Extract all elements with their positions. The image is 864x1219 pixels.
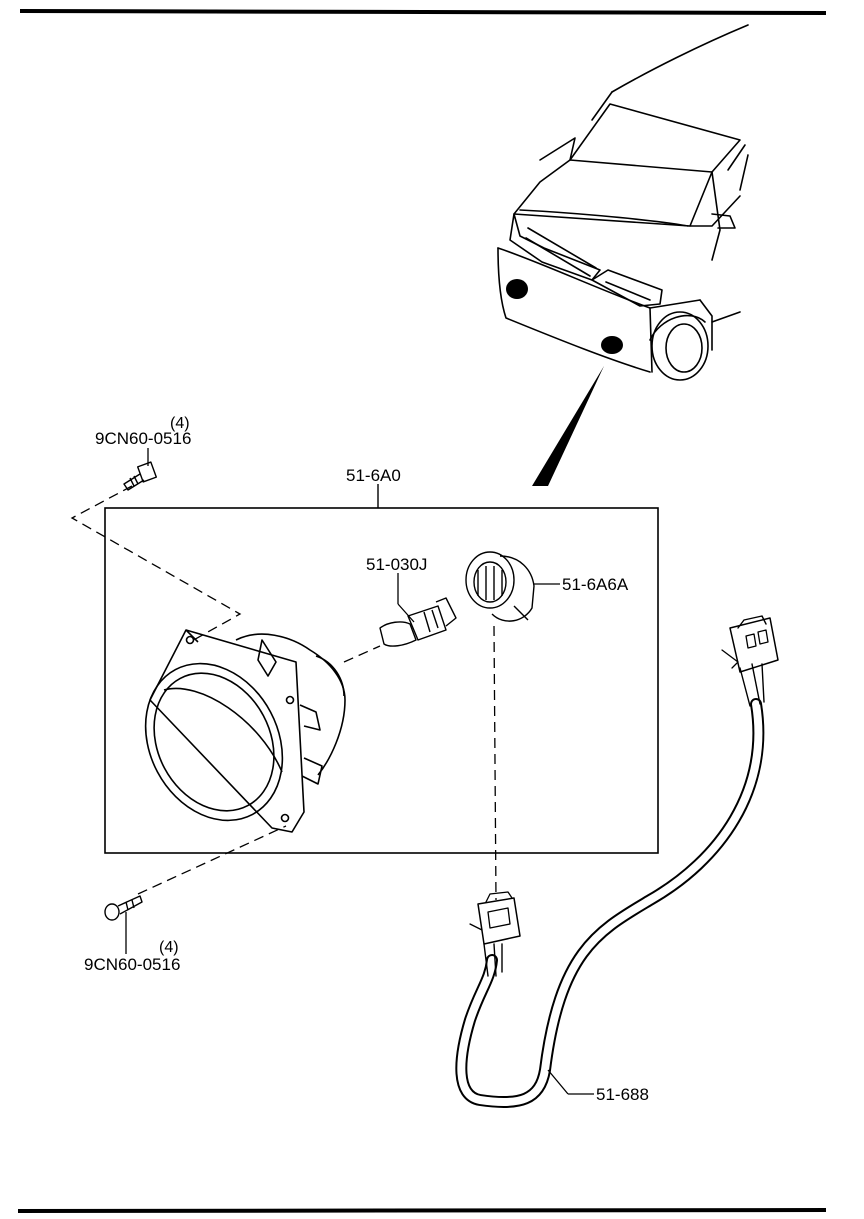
location-pointer (532, 366, 604, 486)
socket-label: 51-6A6A (562, 575, 629, 594)
fog-lamp-housing (144, 629, 346, 833)
bulb-label: 51-030J (366, 555, 427, 574)
top-border-line (19, 9, 827, 15)
assembly-box (104, 507, 659, 854)
screw-bottom-part-number: 9CN60-0516 (84, 955, 180, 974)
right-fog-lamp-spot (601, 336, 623, 354)
wiring-harness (455, 615, 779, 1109)
harness-label: 51-688 (596, 1085, 649, 1104)
screw-top-qty: (4) (170, 415, 190, 432)
left-fog-lamp-spot (506, 279, 528, 299)
screw-bottom-qty: (4) (159, 939, 179, 956)
bulb-part (379, 597, 457, 647)
screw-bottom (104, 895, 143, 921)
screw-top-part-number: 9CN60-0516 (95, 429, 191, 448)
screw-top (123, 461, 158, 491)
bottom-border-line (17, 1208, 827, 1213)
vehicle-illustration (497, 24, 749, 381)
dashed-guide-lines (70, 485, 497, 901)
socket-part (465, 551, 535, 622)
bulb-leader-tip (397, 603, 415, 623)
assembly-label: 51-6A0 (346, 466, 401, 485)
harness-leader (547, 1069, 569, 1095)
